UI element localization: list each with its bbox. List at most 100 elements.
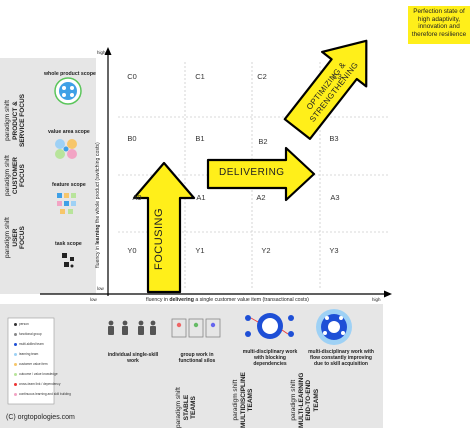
cell-C3: C3 [332,72,342,81]
bottom-shift-stable-prefix: paradigm shift [175,387,182,428]
cell-Y0: Y0 [127,246,137,255]
feature-scope-icon [57,193,76,214]
person-icon [14,322,17,326]
delivering-arrow [206,146,316,202]
bottom-shift-multidiscipline: paradigm shift MULTIDISCIPLINE TEAMS [232,372,255,428]
flow-team-icon [316,309,352,345]
legend-item-label: cross-team link / dependency [19,382,61,386]
bottom-shift-multilearning-line2: END-TO-END [305,379,312,421]
legend-item: outcome / value knowledge [14,372,58,376]
delivering-label: DELIVERING [219,167,285,178]
left-shift-product-line2: SERVICE FOCUS [19,94,26,147]
focusing-arrow [132,161,196,294]
step-flow: multi-disciplinary work with flow consta… [308,349,374,367]
cell-C1: C1 [195,72,205,81]
left-shift-product-line1: PRODUCT & [11,101,19,140]
x-axis-label-prefix: fluency in [146,297,170,303]
scope-value-area: value area scope [48,129,90,135]
cell-C0: C0 [127,72,137,81]
scope-feature: feature scope [52,182,86,188]
bottom-shift-multidiscipline-line2: TEAMS [247,388,254,412]
skill-building-icon [14,392,17,396]
legend-item: multi-skilled team [14,342,44,346]
left-shift-customer-line1: CUSTOMER [11,157,19,195]
bottom-shift-multilearning-line3: TEAMS [312,388,320,412]
legend-item: learning team [14,352,38,356]
bottom-shift-stable-line1: STABLE [182,394,190,421]
cell-A1: A1 [196,193,206,202]
team-icon [14,342,17,346]
cell-B0: B0 [127,134,137,143]
y-axis-label-suffix: the whole product (switching costs) [95,142,101,225]
legend-box [7,317,55,405]
bottom-shift-multidiscipline-line1: MULTIDISCIPLINE [239,372,247,428]
left-shift-user-line1: USER [11,228,19,247]
bottom-shift-stable-line2: TEAMS [190,396,197,419]
cell-A2: A2 [256,193,266,202]
copyright: (C) orgtopologies.com [6,414,75,421]
legend-item-label: person [19,322,29,326]
left-shift-user-prefix: paradigm shift [4,217,11,258]
legend-item: functional group [14,332,42,336]
cell-A3: A3 [330,193,340,202]
whole-product-scope-icon [54,77,82,105]
optimizing-arrow [283,39,368,140]
legend-item-label: learning team [19,352,39,356]
legend-item-label: continuous learning and skill building [19,392,71,396]
left-shift-user-line2: FOCUS [19,226,26,249]
legend-item-label: customer value item [19,362,48,366]
legend-item: customer value item [14,362,48,366]
legend-item-label: outcome / value knowledge [19,372,58,376]
bottom-shift-stable: paradigm shift STABLE TEAMS [175,387,198,428]
left-shift-customer-line2: FOCUS [19,164,26,187]
legend-item: person [14,322,29,326]
dependency-icon [14,382,17,386]
task-scope-icon [62,253,74,268]
x-axis-label-suffix: a single customer value item (transactio… [193,297,309,303]
bottom-shift-multilearning: paradigm shift MULTI-LEARNING END-TO-END… [290,373,320,428]
cell-A0: A0 [132,193,142,202]
x-axis-arrowhead [384,290,392,298]
learning-team-icon [14,352,17,356]
bottom-shift-multidiscipline-prefix: paradigm shift [232,379,239,421]
step-individual: individual single-skill work [107,352,159,364]
x-high-label: high [372,297,381,302]
cell-C2: C2 [257,72,267,81]
legend-item: cross-team link / dependency [14,382,60,386]
left-shift-product: paradigm shift PRODUCT & SERVICE FOCUS [4,94,27,147]
step-blocking: multi-disciplinary work with blocking de… [242,349,298,367]
bottom-shift-multilearning-prefix: paradigm shift [290,379,297,421]
perfection-note: Perfection state of high adaptivity, inn… [408,6,470,44]
left-shift-customer-prefix: paradigm shift [4,155,11,196]
value-item-icon [14,362,17,366]
scope-whole-product: whole product scope [44,71,96,77]
y-axis-label: fluency in learning the whole product (s… [95,142,101,268]
scope-task: task scope [55,241,82,247]
functional-silos-icon [171,318,221,338]
cell-B1: B1 [195,134,205,143]
legend-item-label: functional group [19,332,42,336]
cell-B2: B2 [258,137,268,146]
y-low-label: low [97,286,104,291]
individual-work-icon [108,320,156,335]
y-axis-arrowhead [104,47,112,55]
y-high-label: high [97,50,106,55]
x-axis-label-bold: delivering [169,297,194,303]
value-area-scope-icon [55,139,77,159]
blocking-dependencies-icon [245,313,294,339]
x-low-label: low [90,297,97,302]
bottom-shift-multilearning-line1: MULTI-LEARNING [297,372,305,428]
left-shift-product-prefix: paradigm shift [4,100,11,141]
x-axis-label: fluency in delivering a single customer … [146,297,309,303]
focusing-label: FOCUSING [153,207,165,270]
cell-Y2: Y2 [261,246,271,255]
y-axis-label-bold: learning [95,224,101,245]
legend-item: continuous learning and skill building [14,392,71,396]
knowledge-icon [14,372,17,376]
cell-Y3: Y3 [329,246,339,255]
step-functional-silos: group work in functional silos [178,352,216,364]
group-icon [14,332,17,336]
left-shift-user: paradigm shift USER FOCUS [4,217,27,258]
cell-B3: B3 [329,134,339,143]
legend-item-label: multi-skilled team [19,342,44,346]
